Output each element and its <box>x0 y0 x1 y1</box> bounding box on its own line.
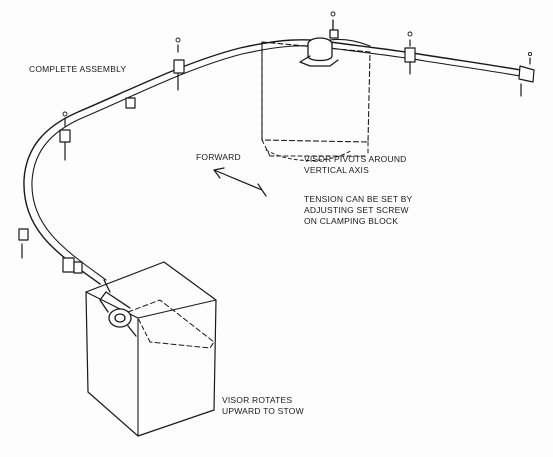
complete-assembly-label: COMPLETE ASSEMBLY <box>29 64 126 75</box>
clamp-block <box>18 228 29 259</box>
label-line: ON CLAMPING BLOCK <box>304 216 399 226</box>
pivot-mount <box>299 19 339 67</box>
lower-visor <box>85 261 217 437</box>
clamp-block <box>404 39 416 75</box>
forward-arrow <box>213 167 267 197</box>
label-line: TENSION CAN BE SET BY <box>304 194 413 204</box>
label-line: UPWARD TO STOW <box>222 406 304 416</box>
clamp-block <box>62 257 83 274</box>
part-marker <box>62 11 533 117</box>
label-line: VERTICAL AXIS <box>304 165 369 175</box>
label-line: COMPLETE ASSEMBLY <box>29 64 127 74</box>
label-line: VISOR ROTATES <box>222 395 293 405</box>
visor-pivots-label: VISOR PIVOTS AROUND VERTICAL AXIS <box>304 154 407 176</box>
clamp-block <box>173 44 185 91</box>
clamp-block <box>125 97 136 109</box>
visor-rotates-label: VISOR ROTATES UPWARD TO STOW <box>222 395 304 417</box>
tension-label: TENSION CAN BE SET BY ADJUSTING SET SCRE… <box>304 194 412 227</box>
label-line: ADJUSTING SET SCREW <box>304 205 409 215</box>
forward-label: FORWARD <box>196 152 241 163</box>
label-line: VISOR PIVOTS AROUND <box>304 154 407 164</box>
pivot-arrow <box>265 149 353 161</box>
hinge-mount <box>99 279 137 337</box>
clamp-block <box>59 117 71 161</box>
rail-end-cap <box>518 57 535 97</box>
support-rail <box>23 39 533 285</box>
label-line: FORWARD <box>196 152 241 162</box>
upper-visor <box>261 38 371 157</box>
